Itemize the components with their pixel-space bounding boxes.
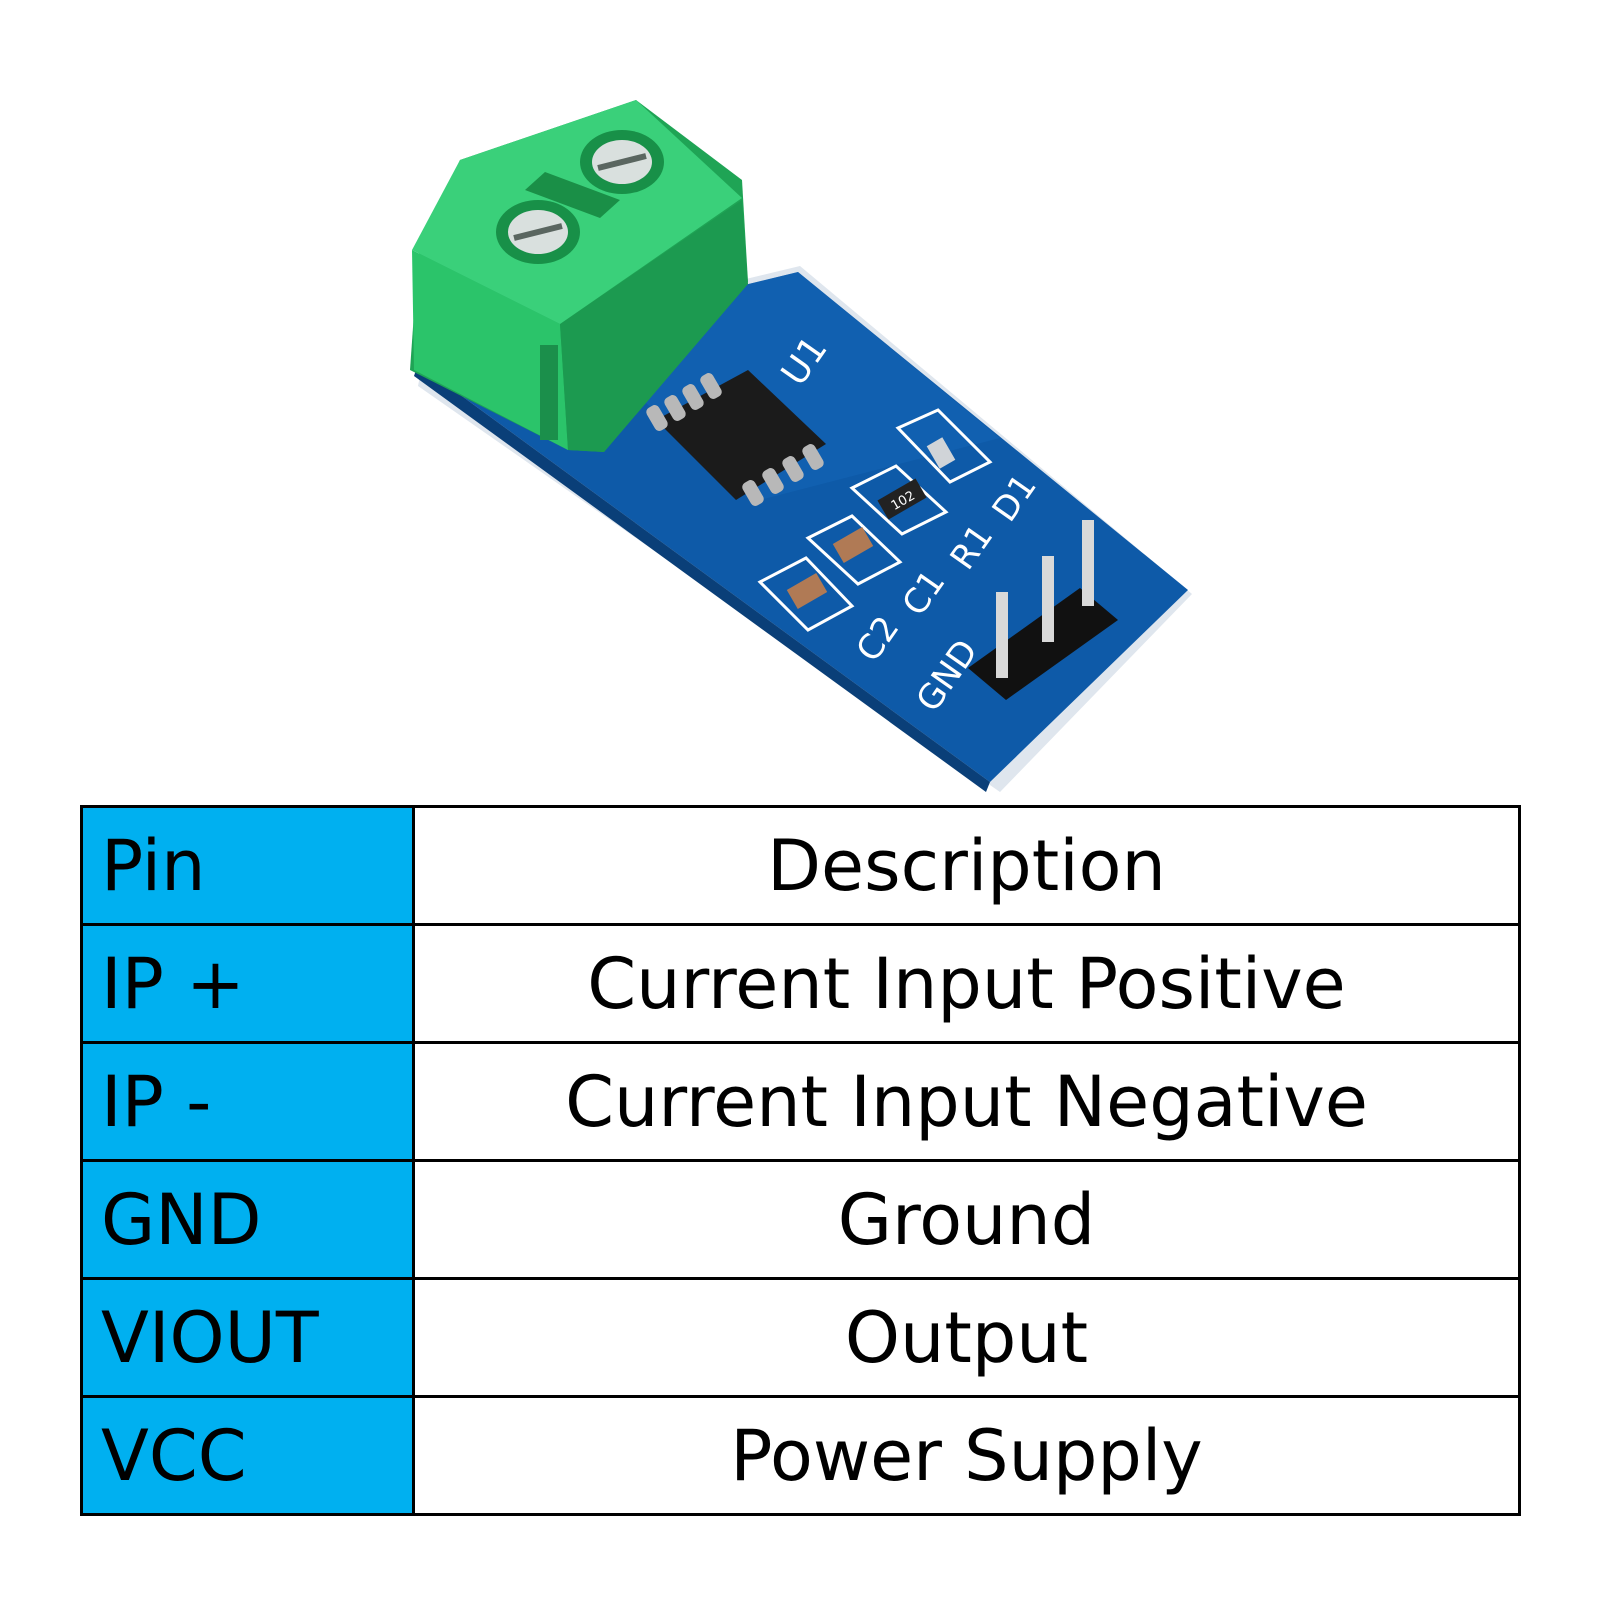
pin-name: GND [80, 1159, 415, 1280]
table-row: VIOUT Output [80, 1277, 1521, 1398]
capacitor-c1 [805, 514, 903, 586]
led-d1 [895, 408, 993, 484]
acs712-module-illustration: 102 U1 D1 R1 C1 C2 GND [410, 100, 1192, 792]
terminal-screw-2 [496, 200, 580, 264]
header-description: Description [412, 805, 1521, 926]
table-row: GND Ground [80, 1159, 1521, 1280]
pin-description: Power Supply [412, 1395, 1521, 1516]
pin-name: VCC [80, 1395, 415, 1516]
acs712-chip [646, 370, 826, 506]
table-row: IP - Current Input Negative [80, 1041, 1521, 1162]
pin-description: Output [412, 1277, 1521, 1398]
table-row: IP + Current Input Positive [80, 923, 1521, 1044]
pin-name: VIOUT [80, 1277, 415, 1398]
table-header-row: Pin Description [80, 805, 1521, 926]
screw-terminal-block [410, 100, 748, 452]
pin-description: Current Input Negative [412, 1041, 1521, 1162]
resistor-r1: 102 [849, 464, 949, 536]
pin-name: IP + [80, 923, 415, 1044]
pin-description: Ground [412, 1159, 1521, 1280]
terminal-screw-1 [580, 130, 664, 194]
capacitor-c2 [757, 556, 855, 632]
header-pin: Pin [80, 805, 415, 926]
table-row: VCC Power Supply [80, 1395, 1521, 1516]
pin-description: Current Input Positive [412, 923, 1521, 1044]
pin-description-table: Pin Description IP + Current Input Posit… [80, 805, 1521, 1516]
pin-name: IP - [80, 1041, 415, 1162]
header-pins [968, 520, 1118, 700]
